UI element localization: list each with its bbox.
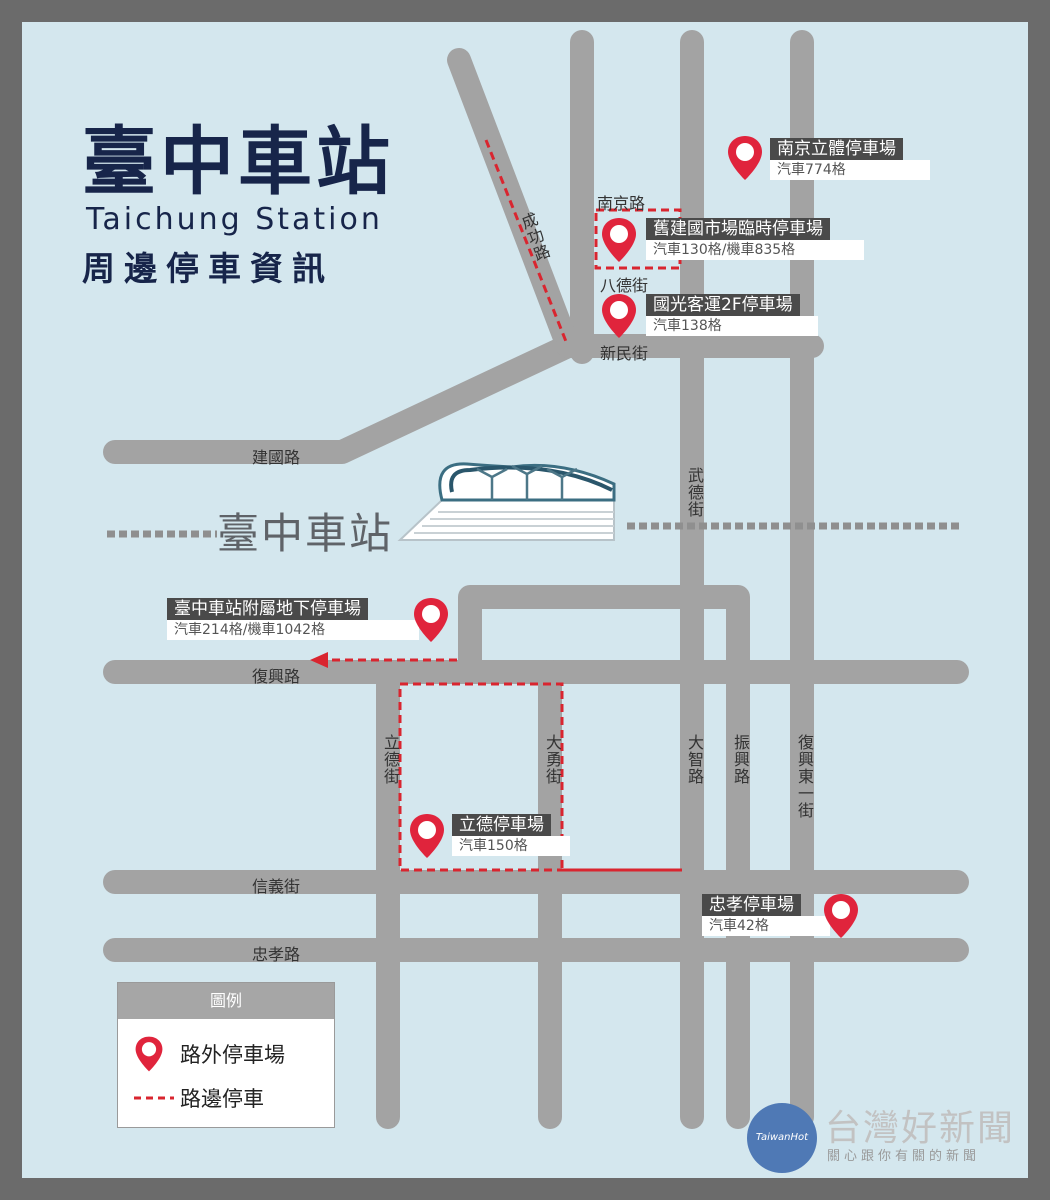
parking-name: 國光客運2F停車場 [646, 294, 800, 316]
railway [107, 522, 962, 538]
watermark-circle: TaiwanHot [747, 1103, 817, 1173]
road-label-xinmin: 新民街 [600, 344, 649, 363]
parking-capacity: 汽車774格 [770, 160, 930, 180]
legend-pin-icon [135, 1036, 163, 1072]
road-label-fuxing-e1: 復興東一街 [795, 734, 814, 819]
parking-pin-icon[interactable] [726, 134, 764, 182]
page-subtitle: 周邊停車資訊 [82, 249, 334, 288]
road-chenggong [103, 48, 580, 464]
parking-capacity: 汽車130格/機車835格 [646, 240, 864, 260]
road-label-bade: 八德街 [600, 276, 649, 295]
page-title: 臺中車站 [82, 119, 394, 205]
road-label-dazhi: 大智路 [685, 734, 704, 785]
parking-name: 南京立體停車場 [770, 138, 903, 160]
dash-lide-block [398, 682, 682, 872]
watermark-text: 台灣好新聞 [825, 1108, 1016, 1149]
parking-pin-icon[interactable] [822, 892, 860, 940]
parking-name: 臺中車站附屬地下停車場 [167, 598, 368, 620]
parking-capacity: 汽車150格 [452, 836, 570, 856]
legend-title: 圖例 [118, 983, 334, 1019]
dash-old-market [594, 208, 682, 270]
legend-offstreet-label: 路外停車場 [180, 1043, 285, 1067]
onstreet-parking-lines [322, 139, 682, 872]
station-building [397, 462, 616, 541]
station-label: 臺中車站 [217, 509, 394, 558]
watermark-logo: TaiwanHot 台灣好新聞 關心跟你有關的新聞 [747, 1097, 1028, 1177]
parking-pin-icon[interactable] [600, 216, 638, 264]
parking-name: 立德停車場 [452, 814, 551, 836]
road-zhenxing [458, 585, 750, 1129]
parking-name: 忠孝停車場 [702, 894, 801, 916]
legend: 圖例 路外停車場 路邊停車 [117, 982, 335, 1128]
parking-capacity: 汽車138格 [646, 316, 818, 336]
parking-capacity: 汽車214格/機車1042格 [167, 620, 419, 640]
watermark-subtext: 關心跟你有關的新聞 [827, 1149, 981, 1164]
road-label-xinyi: 信義街 [252, 877, 301, 896]
road-label-zhongxiao: 忠孝路 [252, 945, 301, 964]
road-label-dayong: 大勇街 [543, 734, 562, 785]
road-label-wude: 武德街 [685, 467, 704, 518]
road-label-jianguo: 建國路 [252, 448, 301, 467]
road-label-nanjing: 南京路 [597, 194, 646, 213]
map-canvas: 臺中車站 Taichung Station 周邊停車資訊 臺中車站 南京路 八德… [22, 22, 1028, 1178]
legend-dash-icon [134, 1096, 174, 1100]
page-title-english: Taichung Station [86, 202, 383, 237]
parking-pin-icon[interactable] [412, 596, 450, 644]
parking-pin-icon[interactable] [600, 292, 638, 340]
road-label-zhenxing: 振興路 [731, 734, 750, 785]
legend-onstreet-label: 路邊停車 [180, 1087, 264, 1111]
parking-capacity: 汽車42格 [702, 916, 830, 936]
dash-chenggong [484, 139, 569, 345]
parking-name: 舊建國市場臨時停車場 [646, 218, 830, 240]
arrow-head [310, 652, 328, 668]
road-label-fuxing: 復興路 [252, 667, 301, 686]
road-label-lide: 立德街 [381, 734, 400, 785]
parking-pin-icon[interactable] [408, 812, 446, 860]
